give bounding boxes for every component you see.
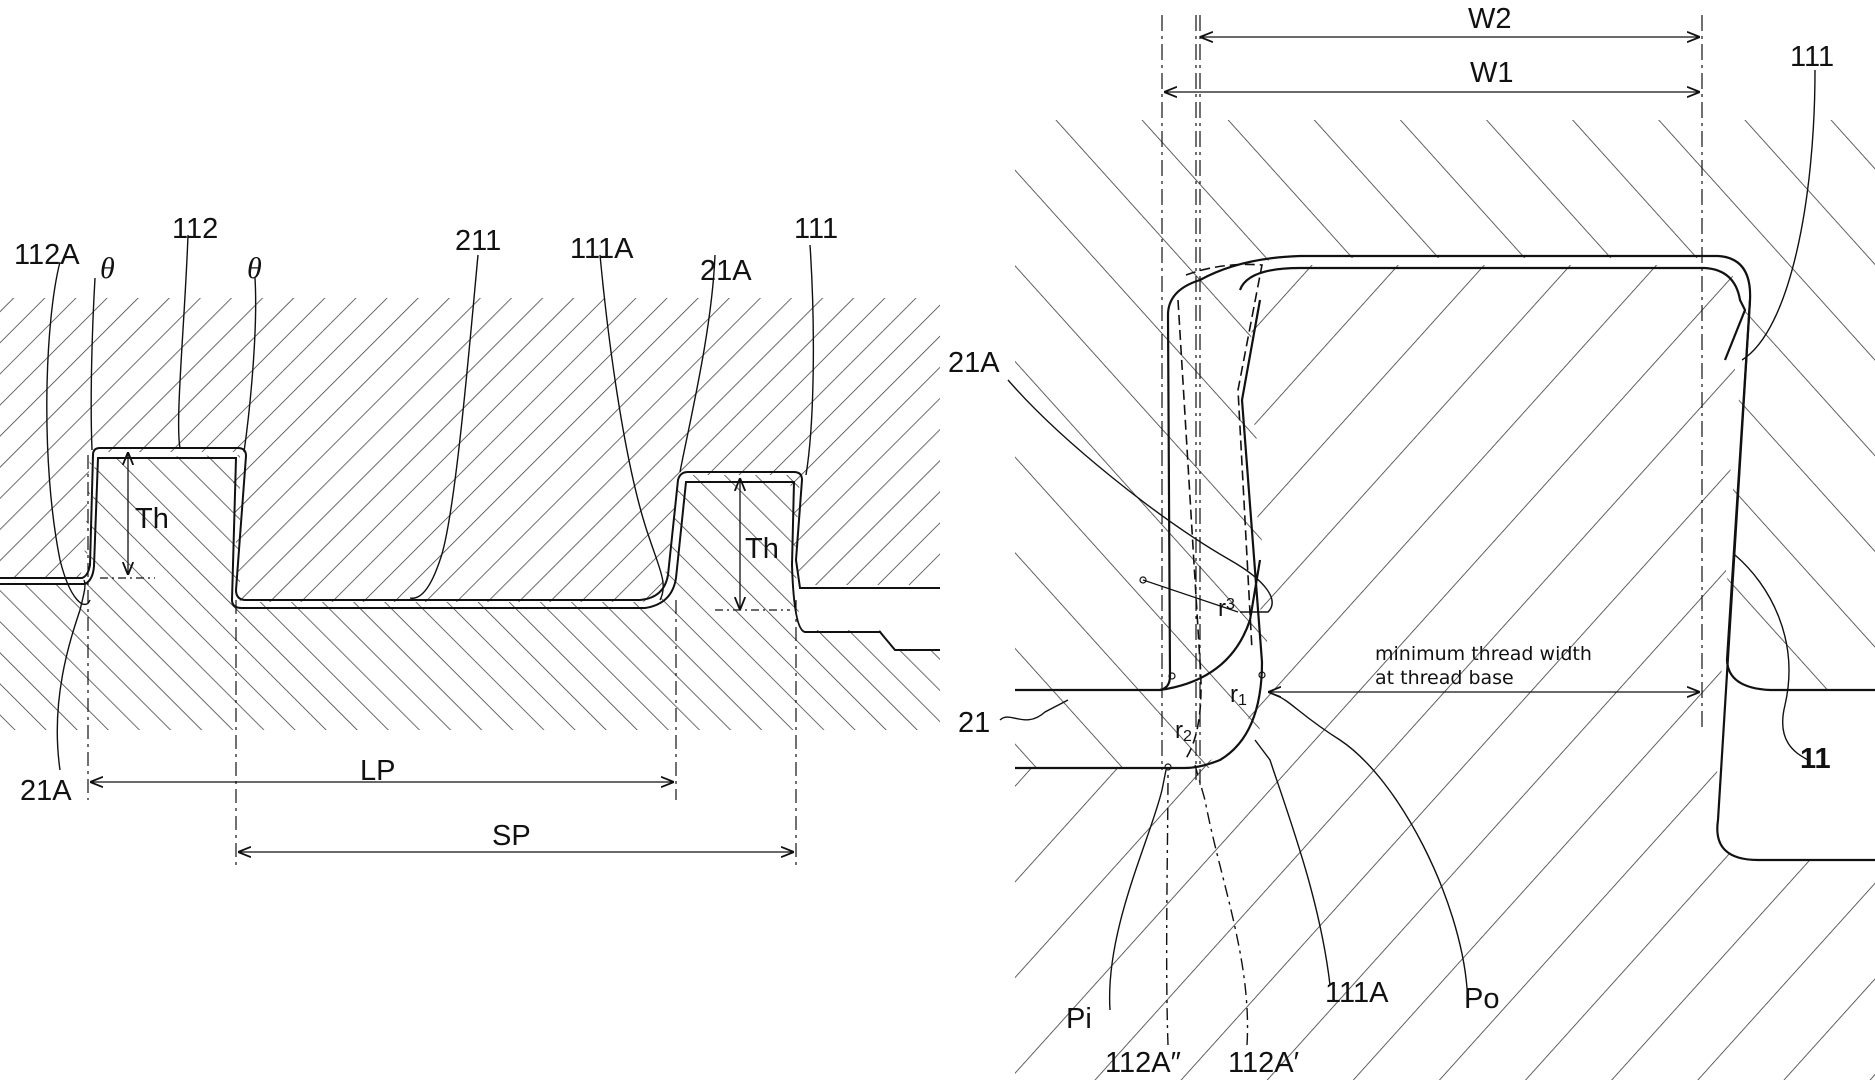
right-dashed-flank-1 bbox=[1185, 263, 1263, 651]
right-base-line bbox=[1716, 299, 1875, 862]
label-112A: 112A bbox=[14, 239, 80, 271]
label-112A-double-prime: 112A″ bbox=[1105, 1047, 1181, 1079]
label-r3: r3 bbox=[1218, 595, 1235, 622]
label-min-width-line2: at thread base bbox=[1375, 667, 1514, 689]
label-111A: 111A bbox=[570, 233, 634, 265]
right-corner-arc bbox=[1159, 559, 1262, 692]
label-theta-right: θ bbox=[247, 252, 262, 285]
label-211: 211 bbox=[455, 225, 501, 257]
label-SP: SP bbox=[492, 820, 531, 852]
label-21: 21 bbox=[958, 707, 990, 739]
label-112: 112 bbox=[172, 213, 218, 245]
label-LP: LP bbox=[360, 755, 395, 787]
label-21A-right: 21A bbox=[948, 347, 1000, 379]
left-view: 112A θ 112 θ 211 111A 21A 111 Th Th 21A … bbox=[0, 213, 940, 865]
label-theta-left: θ bbox=[100, 252, 115, 285]
left-profile-line-1 bbox=[0, 447, 940, 601]
right-view: W2 W1 111 21A r3 r1 r2 21 minimum thread… bbox=[948, 3, 1875, 1080]
label-W1: W1 bbox=[1470, 57, 1514, 89]
label-W2: W2 bbox=[1468, 3, 1512, 35]
right-pin-profile bbox=[1238, 266, 1747, 361]
label-Po: Po bbox=[1464, 983, 1499, 1015]
label-11: 11 bbox=[1800, 743, 1831, 775]
right-flank-111A bbox=[1015, 299, 1264, 770]
label-r2: r2 bbox=[1175, 717, 1192, 745]
label-111A-right: 111A bbox=[1325, 977, 1389, 1009]
right-thread-body bbox=[1015, 265, 1875, 1080]
label-111-right: 111 bbox=[1790, 41, 1834, 73]
right-upper-member bbox=[1015, 120, 1875, 768]
label-Pi: Pi bbox=[1066, 1003, 1092, 1035]
label-21A-top: 21A bbox=[700, 255, 752, 287]
label-111: 111 bbox=[794, 213, 838, 245]
label-Th-left: Th bbox=[135, 503, 169, 535]
label-21A-bottom: 21A bbox=[20, 775, 72, 807]
label-min-width-line1: minimum thread width bbox=[1375, 643, 1592, 665]
label-112A-prime: 112A′ bbox=[1228, 1047, 1299, 1079]
label-Th-right: Th bbox=[745, 533, 779, 565]
label-r1: r1 bbox=[1230, 681, 1247, 709]
left-upper-member bbox=[0, 298, 940, 602]
